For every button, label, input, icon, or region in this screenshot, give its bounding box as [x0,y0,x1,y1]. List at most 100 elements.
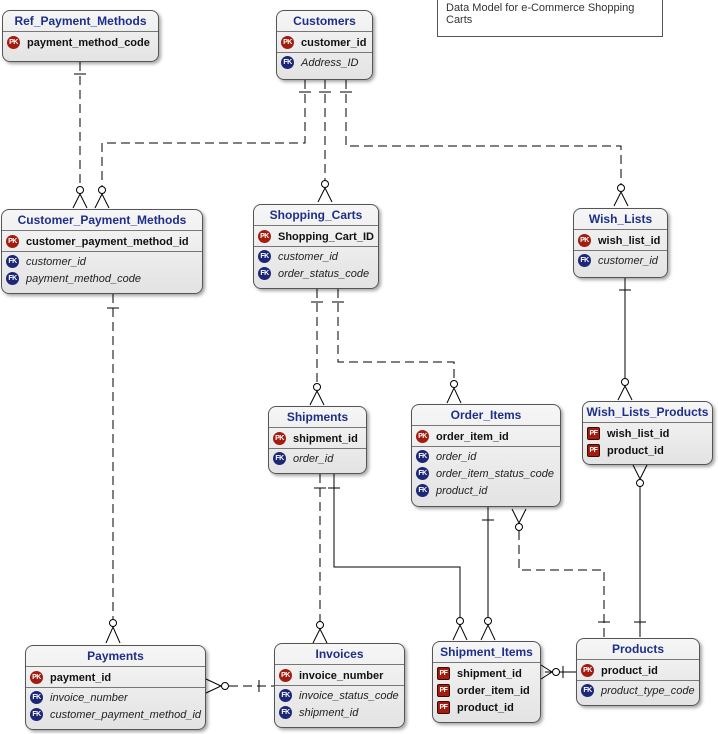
key-section: PK invoice_number [275,664,404,685]
attribute-payment-method-code: PK payment_method_code [7,34,154,51]
pk-badge-icon: PK [258,230,271,243]
attribute-name: order_status_code [278,267,370,280]
fk-badge-icon: FK [279,706,292,719]
attribute-name: customer_id [278,250,338,263]
attribute-name: shipment_id [457,667,522,680]
key-section: PK payment_method_code [3,31,158,52]
fk-badge-icon: FK [30,708,43,721]
pk-badge-icon: PK [416,430,429,443]
pf-badge-icon: PF [587,444,600,457]
key-section: PK shipment_id [269,427,366,448]
attribute-name: payment_method_code [27,36,150,49]
rel-shopping-carts-to-order-items [332,289,462,404]
foreign-key-section: FK Address_ID [277,52,372,73]
rel-products-to-order-items [511,508,610,637]
foreign-key-section: FK order_id [269,448,366,469]
attribute-name: shipment_id [293,432,358,445]
key-section: PK customer_payment_method_id [2,230,202,251]
rel-customers-to-wish-lists [340,80,629,207]
attribute-name: customer_payment_method_id [26,235,189,248]
fk-badge-icon: FK [258,250,271,263]
attribute-product-type-code: FK product_type_code [581,682,695,699]
pf-badge-icon: PF [437,684,450,697]
pf-badge-icon: PF [587,427,600,440]
attribute-name: customer_payment_method_id [50,708,202,721]
pk-badge-icon: PK [6,235,19,248]
attribute-name: product_id [607,444,664,457]
foreign-key-section: FK product_type_code [577,680,699,701]
pk-badge-icon: PK [273,432,286,445]
rel-products-to-wish-lists-products [632,464,648,637]
attribute-payment-id: PK payment_id [30,669,201,686]
attribute-name: order_id [436,450,477,463]
attribute-name: product_id [601,664,658,677]
entity-name: Shipments [286,410,349,424]
attribute-invoice-number: PK invoice_number [279,667,400,684]
attribute-name: Shopping_Cart_ID [278,230,374,243]
attribute-order-status-code: FK order_status_code [258,265,374,282]
pk-badge-icon: PK [281,36,294,49]
attribute-name: shipment_id [299,706,359,719]
attribute-address-id: FK Address_ID [281,54,368,71]
attribute-name: order_item_id [457,684,530,697]
attribute-order-id: FK order_id [273,450,362,467]
attribute-name: invoice_number [299,669,384,682]
entity-name: Ref_Payment_Methods [14,14,147,28]
attribute-shopping-cart-id: PK Shopping_Cart_ID [258,228,374,245]
attribute-name: payment_id [50,671,112,684]
diagram-title: Data Model for e-Commerce Shopping Carts [446,2,635,26]
attribute-product-id: PF product_id [587,442,708,459]
fk-badge-icon: FK [258,267,271,280]
attribute-name: product_id [436,484,488,497]
key-section: PK Shopping_Cart_ID [254,225,378,246]
fk-badge-icon: FK [273,452,286,465]
key-section: PK order_item_id [412,425,560,446]
attribute-order-item-id: PK order_item_id [416,428,556,445]
fk-badge-icon: FK [581,684,594,697]
attribute-name: order_id [293,452,334,465]
attribute-name: customer_id [26,255,86,268]
attribute-name: order_item_id [436,430,509,443]
pk-badge-icon: PK [7,36,20,49]
attribute-name: Address_ID [301,56,359,69]
pk-badge-icon: PK [30,671,43,684]
entity-name: Customers [293,14,356,28]
fk-badge-icon: FK [6,272,19,285]
attribute-name: invoice_number [50,691,128,704]
pf-badge-icon: PF [437,667,450,680]
pk-badge-icon: PK [279,669,292,682]
attribute-name: product_type_code [601,684,695,697]
attribute-name: wish_list_id [598,234,661,247]
fk-badge-icon: FK [281,56,294,69]
fk-badge-icon: FK [578,254,591,267]
fk-badge-icon: FK [279,689,292,702]
rel-invoices-to-payments [205,678,274,694]
